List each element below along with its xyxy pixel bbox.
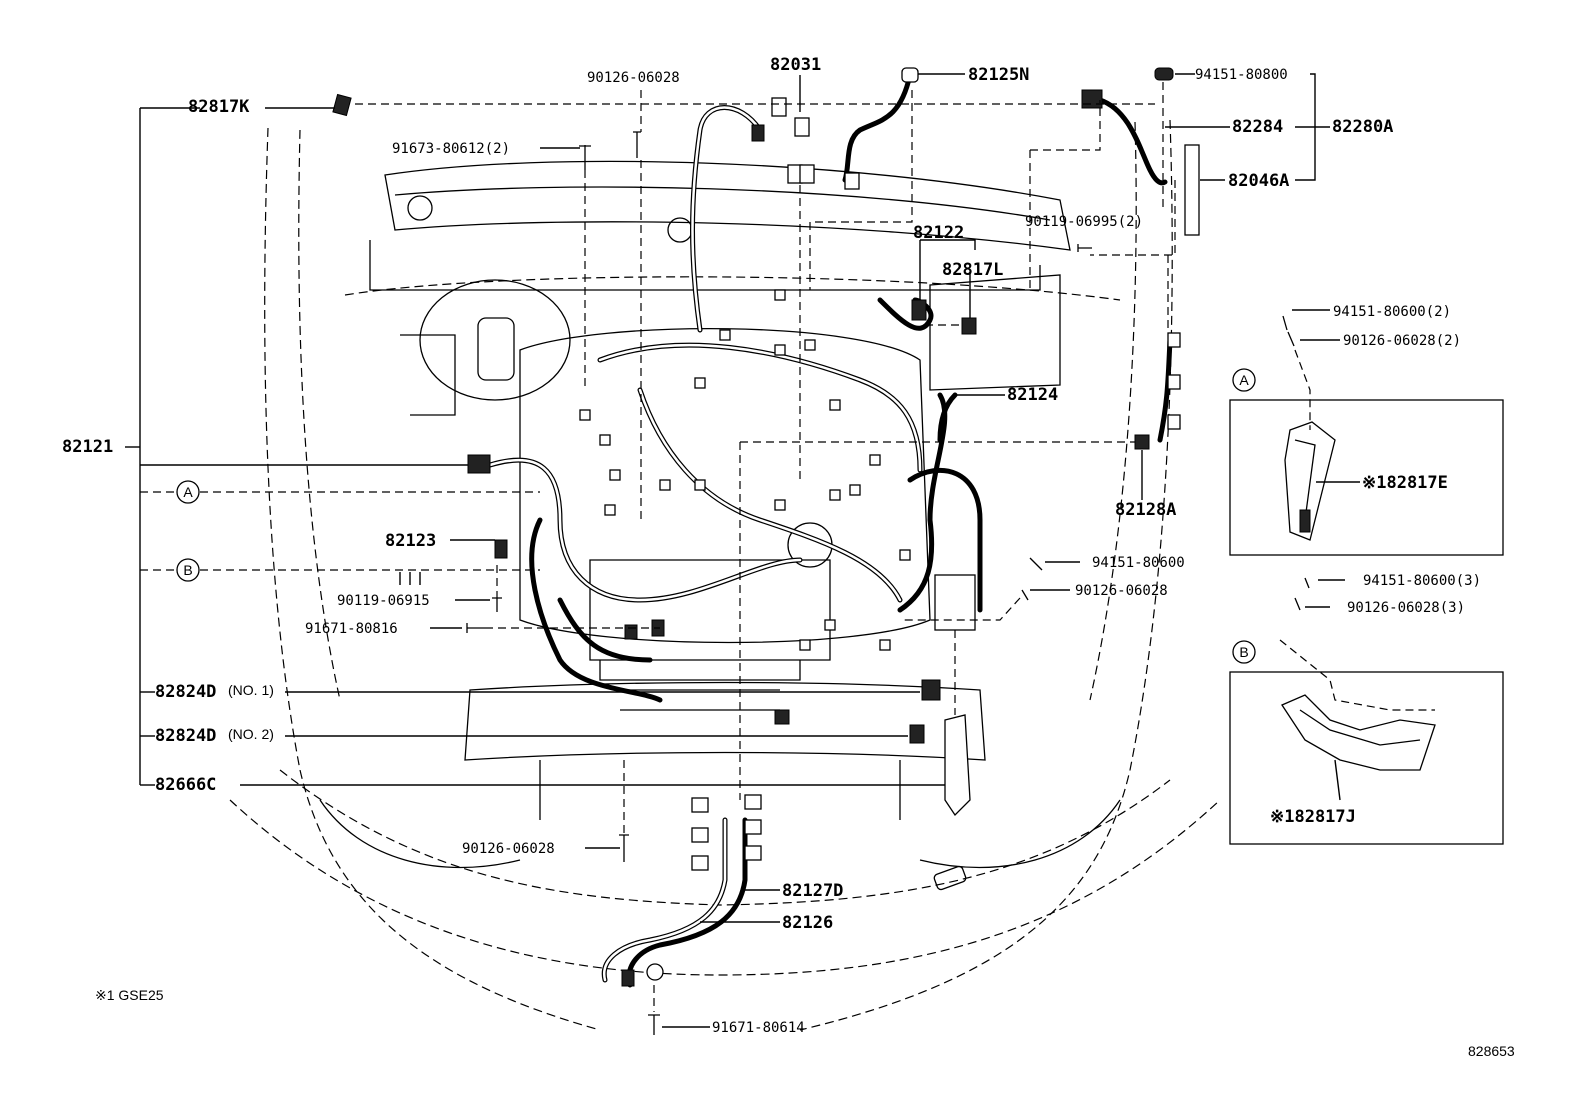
label-82126: 82126 bbox=[782, 913, 833, 933]
label-82121: 82121 bbox=[62, 437, 113, 457]
label-94151-80600: 94151-80600 bbox=[1092, 555, 1185, 571]
label-90126-right: 90126-06028 bbox=[1075, 583, 1168, 599]
label-82127D: 82127D bbox=[782, 881, 843, 901]
fasteners bbox=[466, 131, 1310, 1035]
label-82824D-no2-sub: (NO. 2) bbox=[228, 726, 274, 742]
inset-b-clip-label: 94151-80600(3) bbox=[1363, 573, 1481, 589]
ref-marker-b-left: B bbox=[176, 558, 200, 582]
label-82128A: 82128A bbox=[1115, 500, 1176, 520]
connectors bbox=[332, 67, 1200, 987]
label-90119-06995: 90119-06995(2) bbox=[1025, 214, 1143, 230]
inset-a-stud-label: 90126-06028(2) bbox=[1343, 333, 1461, 349]
engine-wire-harness bbox=[487, 72, 1173, 988]
label-82124: 82124 bbox=[1007, 385, 1058, 405]
ref-marker-a-inset: A bbox=[1232, 368, 1256, 392]
ref-marker-a-left-text: A bbox=[183, 484, 193, 500]
inset-b-part-label: ※182817J bbox=[1270, 807, 1356, 827]
label-82280A: 82280A bbox=[1332, 117, 1393, 137]
label-91671-80816: 91671-80816 bbox=[305, 621, 398, 637]
label-82817L: 82817L bbox=[942, 260, 1003, 280]
label-90126-bottom: 90126-06028 bbox=[462, 841, 555, 857]
label-90126-top: 90126-06028 bbox=[587, 70, 680, 86]
footnote: ※1 GSE25 bbox=[95, 987, 164, 1003]
label-82666C: 82666C bbox=[155, 775, 216, 795]
ref-marker-a-left: A bbox=[176, 480, 200, 504]
label-90119-06915: 90119-06915 bbox=[337, 593, 430, 609]
label-94151-80800: 94151-80800 bbox=[1195, 67, 1288, 83]
ref-marker-b-inset: B bbox=[1232, 640, 1256, 664]
inset-a-clip-label: 94151-80600(2) bbox=[1333, 304, 1451, 320]
label-82123: 82123 bbox=[385, 531, 436, 551]
drawing-number: 828653 bbox=[1468, 1043, 1515, 1059]
inset-a-marker: A bbox=[1239, 372, 1249, 388]
vehicle-outline bbox=[229, 119, 1221, 1031]
inset-a bbox=[1229, 399, 1504, 556]
inset-b bbox=[1229, 671, 1504, 845]
label-82817K: 82817K bbox=[188, 97, 250, 117]
label-82824D-no1: 82824D bbox=[155, 682, 216, 702]
leader-lines bbox=[125, 73, 1435, 1028]
ref-marker-b-left-text: B bbox=[183, 562, 192, 578]
inset-a-part-label: ※182817E bbox=[1362, 473, 1448, 493]
label-91673-80612: 91673-80612(2) bbox=[392, 141, 510, 157]
label-82824D-no1-sub: (NO. 1) bbox=[228, 682, 274, 698]
label-82046A: 82046A bbox=[1228, 171, 1289, 191]
inset-b-stud-label: 90126-06028(3) bbox=[1347, 600, 1465, 616]
label-82284: 82284 bbox=[1232, 117, 1283, 137]
part-labels: 82817K 90126-06028 82031 82125N 94151-80… bbox=[62, 55, 1515, 1059]
label-82824D-no2: 82824D bbox=[155, 726, 216, 746]
label-82125N: 82125N bbox=[968, 65, 1029, 85]
label-91671-80614: 91671-80614 bbox=[712, 1020, 805, 1036]
label-82122: 82122 bbox=[913, 223, 964, 243]
label-82031: 82031 bbox=[770, 55, 821, 75]
inset-b-marker: B bbox=[1239, 644, 1248, 660]
